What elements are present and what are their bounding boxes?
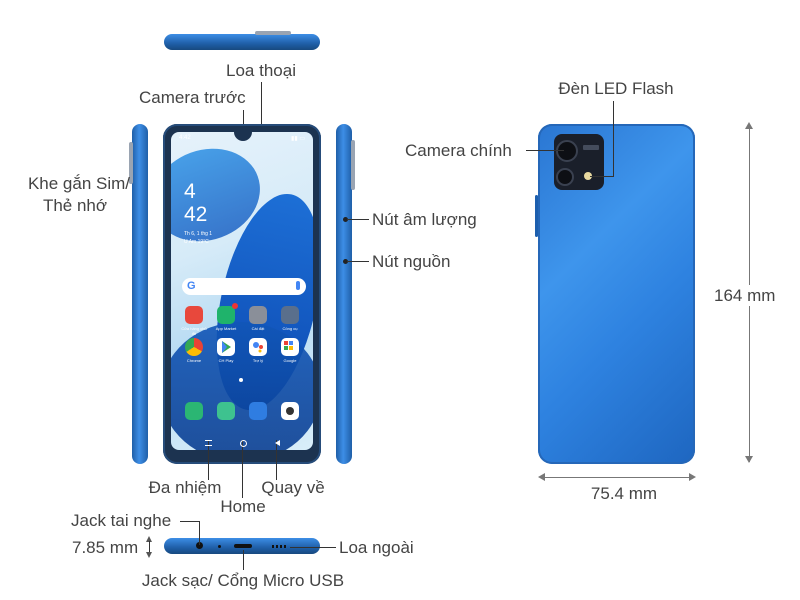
notification-badge <box>232 303 238 309</box>
flash-leader-v <box>613 101 614 176</box>
thickness-arrow-up <box>146 536 152 542</box>
app-label: Google <box>283 358 297 363</box>
multitask-label: Đa nhiệm <box>148 478 222 497</box>
app-icon-theme-store[interactable] <box>185 306 203 324</box>
width-label: 75.4 mm <box>590 484 658 503</box>
flash-leader-h <box>590 176 614 177</box>
power-pointer <box>343 259 348 264</box>
weather-line: U Am 19°C <box>184 239 209 245</box>
thickness-label: 7.85 mm <box>72 538 139 557</box>
app-icon-tools[interactable] <box>281 306 299 324</box>
phone-top-edge <box>164 34 320 50</box>
clock-hour: 4 <box>184 180 196 203</box>
volume-label: Nút âm lượng <box>372 210 477 229</box>
height-arrow-bottom <box>745 456 753 463</box>
dock-camera-icon[interactable] <box>281 402 299 420</box>
home-label: Home <box>220 497 266 516</box>
dock-browser-icon[interactable] <box>249 402 267 420</box>
app-icon-chrome[interactable] <box>185 338 203 356</box>
headphone-leader-h <box>180 521 200 522</box>
phone-front: 4:42 ▮▮ ▭ 4 42 Th 6, 1 thg 1 U Am 19°C G… <box>163 124 321 464</box>
back-nav-icon[interactable] <box>275 440 280 446</box>
camera-module-text <box>583 145 599 150</box>
front-camera-leader <box>243 110 244 132</box>
width-arrow-right <box>689 473 696 481</box>
flash-icon <box>584 172 592 180</box>
app-label: CH Play <box>218 358 234 363</box>
main-camera-label: Camera chính <box>405 141 512 160</box>
app-icon-app-market[interactable] <box>217 306 235 324</box>
phone-right-edge <box>336 124 352 464</box>
width-arrow-left <box>538 473 545 481</box>
volume-rocker[interactable] <box>351 140 355 190</box>
loudspeaker-label: Loa ngoài <box>339 538 414 557</box>
speaker-label: Loa thoại <box>226 61 296 80</box>
top-edge-button <box>255 31 291 35</box>
headphone-leader-v <box>199 521 200 545</box>
mic-icon[interactable] <box>296 281 300 290</box>
width-dimension-line <box>540 477 694 478</box>
charging-port-label: Jack sạc/ Cổng Micro USB <box>141 571 345 590</box>
app-label: Cửa hàng chủ đề <box>181 326 207 336</box>
app-label: Công cụ <box>282 326 298 331</box>
date-line: Th 6, 1 thg 1 <box>184 231 213 237</box>
sim-slot-label: Khe gắn Sim/ Thẻ nhớ <box>8 173 130 217</box>
speaker-grille <box>272 545 288 548</box>
clock-minute: 42 <box>184 203 208 226</box>
usb-port <box>234 544 252 548</box>
phone-screen: 4:42 ▮▮ ▭ 4 42 Th 6, 1 thg 1 U Am 19°C G… <box>171 132 313 450</box>
phone-left-edge <box>132 124 148 464</box>
app-label: App Market <box>215 326 237 331</box>
mic-hole <box>218 545 221 548</box>
app-icon-settings[interactable] <box>249 306 267 324</box>
app-icon-assistant[interactable] <box>249 338 267 356</box>
height-arrow-top <box>745 122 753 129</box>
headphone-jack-label: Jack tai nghe <box>71 511 172 530</box>
height-label: 164 mm <box>714 285 776 306</box>
home-nav-icon[interactable] <box>240 440 247 447</box>
google-search-bar[interactable]: G <box>182 278 306 295</box>
app-icon-google-folder[interactable] <box>281 338 299 356</box>
speaker-leader <box>261 82 262 128</box>
page-indicator <box>239 378 243 382</box>
secondary-camera-lens <box>556 168 574 186</box>
led-flash-label: Đèn LED Flash <box>558 79 674 98</box>
back-side-button <box>535 195 538 237</box>
volume-leader <box>347 219 369 220</box>
status-time: 4:42 <box>179 135 191 141</box>
home-date: Th 6, 1 thg 1 U Am 19°C <box>184 230 212 246</box>
home-clock: 4 42 <box>184 180 207 226</box>
front-camera-label: Camera trước <box>139 88 246 107</box>
headphone-jack <box>196 542 203 549</box>
google-icon: G <box>187 280 196 292</box>
main-camera-leader <box>526 150 564 151</box>
sim-slot-line1: Khe gắn Sim/ <box>27 174 130 193</box>
multitask-leader <box>208 440 209 480</box>
dock-messages-icon[interactable] <box>217 402 235 420</box>
app-icon-play-store[interactable] <box>217 338 235 356</box>
camera-notch <box>234 132 252 141</box>
back-leader <box>276 440 277 480</box>
power-leader <box>347 261 369 262</box>
volume-pointer <box>343 217 348 222</box>
usb-leader <box>243 550 244 570</box>
thickness-arrow-down <box>146 552 152 558</box>
menu-icon[interactable] <box>205 440 212 446</box>
back-label: Quay về <box>261 478 325 497</box>
app-label: Trợ lý <box>252 358 264 363</box>
main-camera-lens <box>556 140 578 162</box>
dock-phone-icon[interactable] <box>185 402 203 420</box>
app-label: Cài đặt <box>251 326 265 331</box>
power-label: Nút nguồn <box>372 252 451 271</box>
home-leader <box>242 440 243 498</box>
app-label: Chrome <box>186 358 202 363</box>
thickness-line <box>149 541 150 553</box>
sim-tray <box>129 142 133 184</box>
battery-icon: ▮▮ ▭ <box>291 136 305 142</box>
loudspeaker-leader <box>290 547 336 548</box>
sim-slot-line2: Thẻ nhớ <box>42 196 108 215</box>
